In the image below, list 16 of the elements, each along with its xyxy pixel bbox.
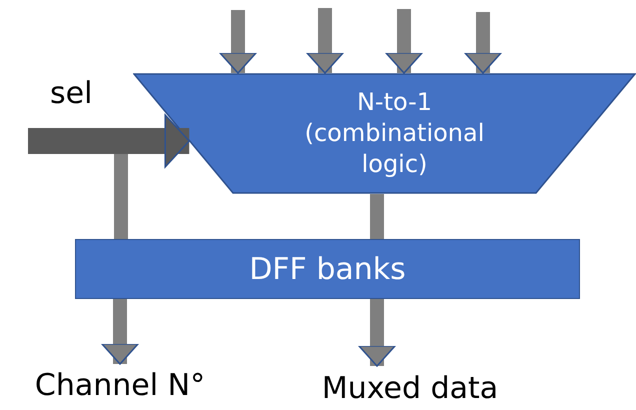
process-box <box>75 239 580 299</box>
block-arrow <box>464 12 502 74</box>
block-arrow <box>358 299 396 367</box>
block-label: DFF banks <box>249 250 406 288</box>
block-arrow <box>385 9 423 74</box>
block-arrow <box>28 114 190 168</box>
block-arrow <box>219 10 257 74</box>
mux-trapezoid <box>133 73 636 194</box>
block-arrow <box>306 8 344 74</box>
block-arrow <box>101 299 139 365</box>
connector-bar <box>370 194 384 239</box>
output-label: Channel N° <box>34 366 206 404</box>
connector-bar <box>114 154 128 239</box>
output-label: Muxed data <box>322 370 498 408</box>
edge-label: sel <box>50 76 92 111</box>
block-label: N-to-1 (combinational logic) <box>304 86 486 180</box>
